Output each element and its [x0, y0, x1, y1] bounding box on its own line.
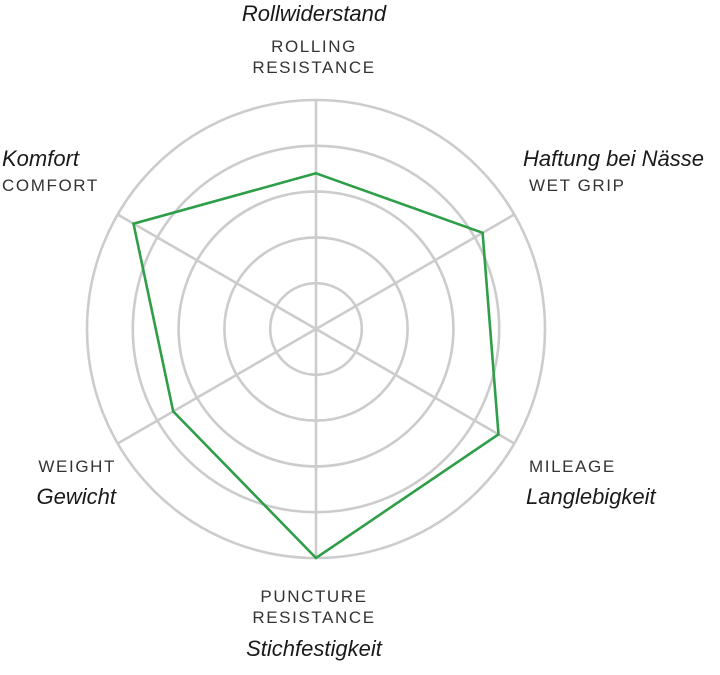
axis-label-en: COMFORT [2, 175, 99, 195]
grid-spokes [117, 100, 515, 558]
axis-label-de: Haftung bei Nässe [523, 146, 704, 171]
axis-label-wet-grip: Haftung bei Nässe WET GRIP [523, 145, 704, 196]
axis-label-en-line: PUNCTURE [260, 587, 368, 606]
axis-label-de: Komfort [2, 146, 80, 171]
axis-label-weight: WEIGHT Gewicht [0, 456, 116, 511]
grid-spoke [315, 327, 515, 445]
axis-label-en-line: ROLLING [271, 36, 357, 56]
axis-label-de: Gewicht [36, 484, 116, 510]
axis-label-rolling-resistance: Rollwiderstand ROLLING RESISTANCE [214, 0, 414, 78]
axis-label-de: Langlebigkeit [526, 484, 656, 510]
axis-label-puncture-resistance: PUNCTURE RESISTANCE Stichfestigkeit [214, 586, 414, 662]
axis-label-en-line: RESISTANCE [252, 608, 376, 628]
axis-label-de: Rollwiderstand [241, 1, 387, 26]
axis-label-en: PUNCTURE RESISTANCE [214, 586, 414, 629]
grid-spoke [117, 213, 317, 331]
axis-label-en-line: RESISTANCE [252, 57, 376, 77]
axis-label-en: WEIGHT [38, 457, 116, 476]
axis-label-en: MILEAGE [529, 457, 616, 476]
axis-label-de: Stichfestigkeit [246, 635, 382, 661]
axis-label-comfort: Komfort COMFORT [2, 145, 99, 196]
grid-spoke [117, 327, 317, 445]
axis-label-en: ROLLING RESISTANCE [214, 36, 414, 79]
axis-label-en: WET GRIP [529, 175, 626, 195]
axis-label-mileage: MILEAGE Langlebigkeit [526, 456, 656, 511]
series-polygon [131, 171, 500, 560]
